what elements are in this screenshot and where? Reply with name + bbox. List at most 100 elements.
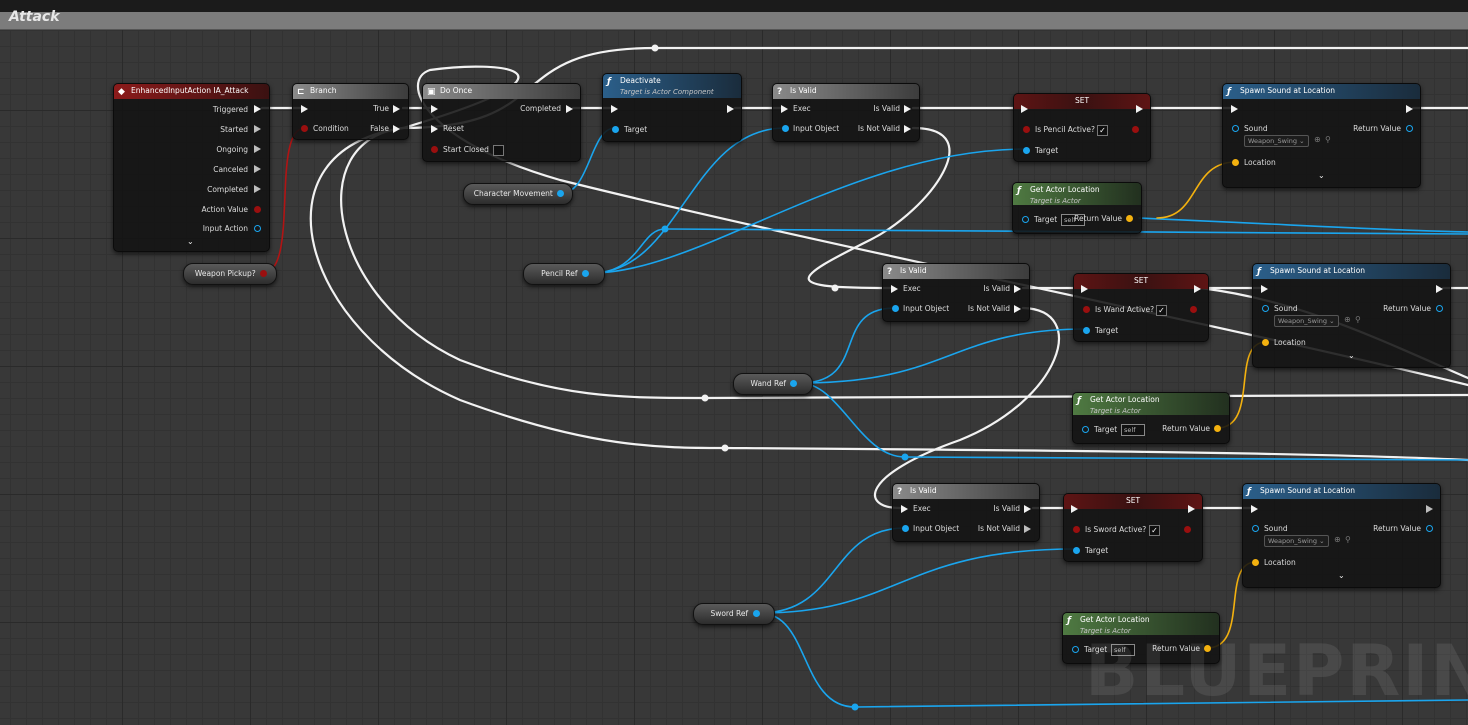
reroute-knot[interactable]: [831, 284, 839, 292]
condition-pin[interactable]: [301, 125, 308, 132]
sound-pin[interactable]: [1262, 305, 1269, 312]
exec-in-pin[interactable]: [901, 505, 908, 513]
sound-asset-dropdown[interactable]: Weapon_Swing ⌄: [1244, 135, 1309, 147]
chevron-down-icon[interactable]: ⌄: [1318, 171, 1325, 180]
enhanced-input-action-node[interactable]: ◆EnhancedInputAction IA_Attack Triggered…: [113, 83, 270, 252]
exec-out-pin[interactable]: [1406, 105, 1413, 113]
exec-in-pin[interactable]: [1081, 285, 1088, 293]
exec-out-false-pin[interactable]: [393, 125, 400, 133]
wand-ref-variable[interactable]: Wand Ref: [733, 373, 813, 395]
exec-out-pin[interactable]: [1188, 505, 1195, 513]
exec-out-pin-completed[interactable]: [254, 185, 261, 193]
location-pin[interactable]: [1262, 339, 1269, 346]
self-input[interactable]: self: [1061, 214, 1085, 226]
chevron-down-icon[interactable]: ⌄: [1348, 351, 1355, 360]
bool-out-pin[interactable]: [260, 270, 268, 277]
exec-out-not-valid-pin[interactable]: [1024, 525, 1031, 533]
exec-out-pin[interactable]: [1436, 285, 1443, 293]
exec-out-completed-pin[interactable]: [566, 105, 573, 113]
weapon-pickup-variable[interactable]: Weapon Pickup?: [183, 263, 277, 285]
object-out-pin[interactable]: [752, 610, 760, 617]
target-pin[interactable]: [1073, 547, 1080, 554]
exec-in-pin[interactable]: [891, 285, 898, 293]
return-value-pin[interactable]: [1204, 645, 1211, 652]
reset-pin[interactable]: [431, 125, 438, 133]
sound-pin[interactable]: [1252, 525, 1259, 532]
exec-out-pin[interactable]: [1136, 105, 1143, 113]
target-pin[interactable]: [1082, 426, 1089, 433]
location-pin[interactable]: [1232, 159, 1239, 166]
target-pin[interactable]: [1022, 216, 1029, 223]
self-input[interactable]: self: [1111, 644, 1135, 656]
start-closed-checkbox[interactable]: [493, 145, 504, 156]
exec-in-pin[interactable]: [301, 105, 308, 113]
exec-out-not-valid-pin[interactable]: [1014, 305, 1021, 313]
exec-out-valid-pin[interactable]: [1024, 505, 1031, 513]
reroute-knot[interactable]: [651, 44, 659, 52]
sound-asset-dropdown[interactable]: Weapon_Swing ⌄: [1264, 535, 1329, 547]
bool-out-pin[interactable]: [1184, 526, 1191, 533]
return-value-pin[interactable]: [1426, 525, 1433, 532]
exec-in-pin[interactable]: [431, 105, 438, 113]
branch-node[interactable]: ⊏Branch Condition True False: [292, 83, 409, 140]
exec-in-pin[interactable]: [1231, 105, 1238, 113]
start-closed-pin[interactable]: [431, 146, 438, 153]
return-value-pin[interactable]: [1214, 425, 1221, 432]
exec-out-valid-pin[interactable]: [904, 105, 911, 113]
character-movement-variable[interactable]: Character Movement: [463, 183, 573, 205]
input-object-pin[interactable]: [902, 525, 909, 532]
input-action-pin[interactable]: [254, 225, 261, 232]
browse-asset-icon[interactable]: ⚲: [1325, 135, 1331, 144]
self-input[interactable]: self: [1121, 424, 1145, 436]
is-valid-node-wand[interactable]: ?Is Valid Exec Is Valid Input Object Is …: [882, 263, 1030, 322]
exec-out-pin[interactable]: [1194, 285, 1201, 293]
bool-out-pin[interactable]: [1132, 126, 1139, 133]
target-pin[interactable]: [612, 126, 619, 133]
is-sword-active-checkbox[interactable]: ✓: [1149, 525, 1160, 536]
bool-in-pin[interactable]: [1073, 526, 1080, 533]
is-valid-node-pencil[interactable]: ?Is Valid Exec Is Valid Input Object Is …: [772, 83, 920, 142]
target-pin[interactable]: [1083, 327, 1090, 334]
exec-out-pin-started[interactable]: [254, 125, 261, 133]
set-pencil-active-node[interactable]: SET Is Pencil Active? ✓ Target: [1013, 93, 1151, 162]
is-pencil-active-checkbox[interactable]: ✓: [1097, 125, 1108, 136]
set-sword-active-node[interactable]: SET Is Sword Active? ✓ Target: [1063, 493, 1203, 562]
sword-ref-variable[interactable]: Sword Ref: [693, 603, 775, 625]
use-asset-icon[interactable]: ⊕: [1334, 535, 1341, 544]
use-asset-icon[interactable]: ⊕: [1314, 135, 1321, 144]
reroute-knot[interactable]: [901, 453, 909, 461]
target-pin[interactable]: [1023, 147, 1030, 154]
object-out-pin[interactable]: [790, 380, 798, 387]
exec-in-pin[interactable]: [611, 105, 618, 113]
bool-in-pin[interactable]: [1023, 126, 1030, 133]
set-wand-active-node[interactable]: SET Is Wand Active? ✓ Target: [1073, 273, 1209, 342]
exec-out-not-valid-pin[interactable]: [904, 125, 911, 133]
object-out-pin[interactable]: [581, 270, 589, 277]
is-wand-active-checkbox[interactable]: ✓: [1156, 305, 1167, 316]
return-value-pin[interactable]: [1436, 305, 1443, 312]
exec-out-valid-pin[interactable]: [1014, 285, 1021, 293]
exec-in-pin[interactable]: [781, 105, 788, 113]
reroute-knot[interactable]: [721, 444, 729, 452]
is-valid-node-sword[interactable]: ?Is Valid Exec Is Valid Input Object Is …: [892, 483, 1040, 542]
browse-asset-icon[interactable]: ⚲: [1345, 535, 1351, 544]
pencil-ref-variable[interactable]: Pencil Ref: [523, 263, 605, 285]
exec-out-pin[interactable]: [1426, 505, 1433, 513]
location-pin[interactable]: [1252, 559, 1259, 566]
return-value-pin[interactable]: [1126, 215, 1133, 222]
reroute-knot[interactable]: [661, 225, 669, 233]
bool-out-pin[interactable]: [1190, 306, 1197, 313]
sound-asset-dropdown[interactable]: Weapon_Swing ⌄: [1274, 315, 1339, 327]
chevron-down-icon[interactable]: ⌄: [1338, 571, 1345, 580]
exec-out-true-pin[interactable]: [393, 105, 400, 113]
action-value-pin[interactable]: [254, 206, 261, 213]
exec-out-pin-triggered[interactable]: [254, 105, 261, 113]
input-object-pin[interactable]: [892, 305, 899, 312]
exec-in-pin[interactable]: [1021, 105, 1028, 113]
